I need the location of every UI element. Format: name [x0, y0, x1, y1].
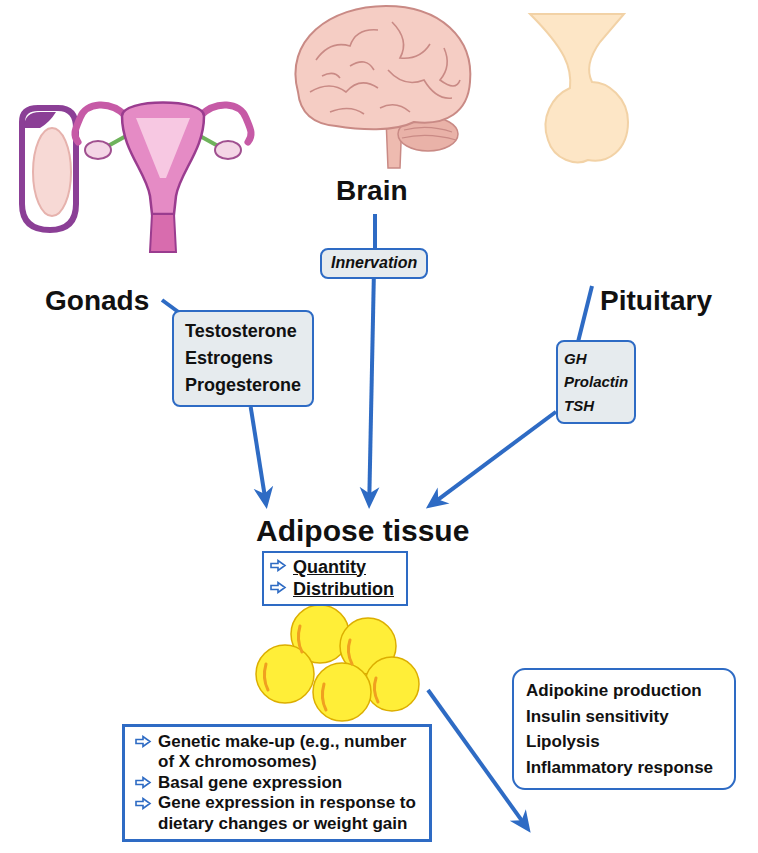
hormone-box: TestosteroneEstrogensProgesterone — [172, 310, 314, 407]
uterus-illustration — [75, 103, 251, 253]
function-text: Adipokine production — [526, 678, 722, 704]
vagina — [150, 214, 176, 252]
cerebellum-folds — [402, 127, 456, 140]
bullet-arrow — [135, 776, 152, 789]
determinant-text: Gene expression in response to dietary c… — [158, 793, 419, 834]
ligament — [108, 136, 126, 146]
bullet-arrow-shape — [136, 798, 150, 808]
cerebrum — [295, 6, 470, 129]
determinant-text: Basal gene expression — [158, 773, 419, 793]
bullet-arrow-shape — [271, 583, 285, 593]
hormone-name: TSH — [564, 394, 628, 417]
node-heading: Adipose tissue — [256, 514, 469, 549]
determinants-box: Genetic make-up (e.g., number of X chrom… — [122, 724, 432, 842]
organ-label: Brain — [336, 174, 408, 208]
connector-arrow — [435, 412, 556, 502]
bullet-arrow-shape — [136, 778, 150, 788]
input-name: Innervation — [331, 253, 417, 274]
ligament — [200, 136, 218, 146]
brain-gyri — [310, 22, 460, 114]
bullet-arrow-shape — [271, 560, 285, 570]
fat-cells-illustration — [256, 605, 419, 721]
function-text: Lipolysis — [526, 729, 722, 755]
hormone-name: GH — [564, 347, 628, 370]
property-text: Distribution — [293, 578, 394, 601]
bullet-row: Quantity — [270, 556, 394, 579]
testis-outline — [22, 108, 76, 230]
hormone-name: Testosterone — [185, 318, 301, 345]
adipocyte — [365, 657, 419, 711]
bullet-arrow-shape — [136, 737, 150, 747]
uterine-cavity — [136, 118, 190, 178]
property-text: Quantity — [293, 556, 366, 579]
bullet-row: Genetic make-up (e.g., number of X chrom… — [135, 732, 419, 773]
organ-label: Pituitary — [600, 284, 712, 318]
testis-body — [33, 128, 71, 216]
connector-arrow — [369, 279, 373, 498]
organ-label: Gonads — [45, 284, 149, 318]
pituitary-hormone-box: GHProlactinTSH — [556, 340, 636, 424]
function-text: Inflammatory response — [526, 755, 722, 781]
uterus-body — [122, 103, 204, 215]
innervation-box: Innervation — [320, 248, 428, 279]
adipocyte-shading — [264, 626, 378, 710]
bullet-arrow — [270, 559, 287, 572]
determinant-text: Genetic make-up (e.g., number of X chrom… — [158, 732, 419, 773]
epididymis — [24, 112, 56, 128]
fallopian-tube — [200, 105, 251, 142]
property-box: QuantityDistribution — [262, 551, 408, 606]
bullet-arrow — [270, 581, 287, 594]
brain-illustration — [295, 6, 470, 168]
bullet-row: Basal gene expression — [135, 773, 419, 793]
ovary — [215, 141, 241, 159]
bullet-row: Distribution — [270, 578, 394, 601]
hormone-name: Estrogens — [185, 345, 301, 372]
function-box: Adipokine productionInsulin sensitivityL… — [512, 668, 736, 790]
bullet-row: Gene expression in response to dietary c… — [135, 793, 419, 834]
ovary — [85, 141, 111, 159]
fallopian-tube — [75, 105, 126, 142]
hormone-name: Prolactin — [564, 370, 628, 393]
testis-illustration — [22, 108, 76, 230]
bullet-arrow — [135, 735, 152, 748]
bullet-arrow — [135, 797, 152, 810]
connector-arrow — [251, 407, 265, 498]
output-arrow — [428, 690, 524, 824]
function-text: Insulin sensitivity — [526, 704, 722, 730]
adipose-tissue-node: Adipose tissueQuantityDistribution — [256, 510, 469, 606]
pituitary-illustration — [530, 14, 628, 162]
hormone-name: Progesterone — [185, 372, 301, 399]
